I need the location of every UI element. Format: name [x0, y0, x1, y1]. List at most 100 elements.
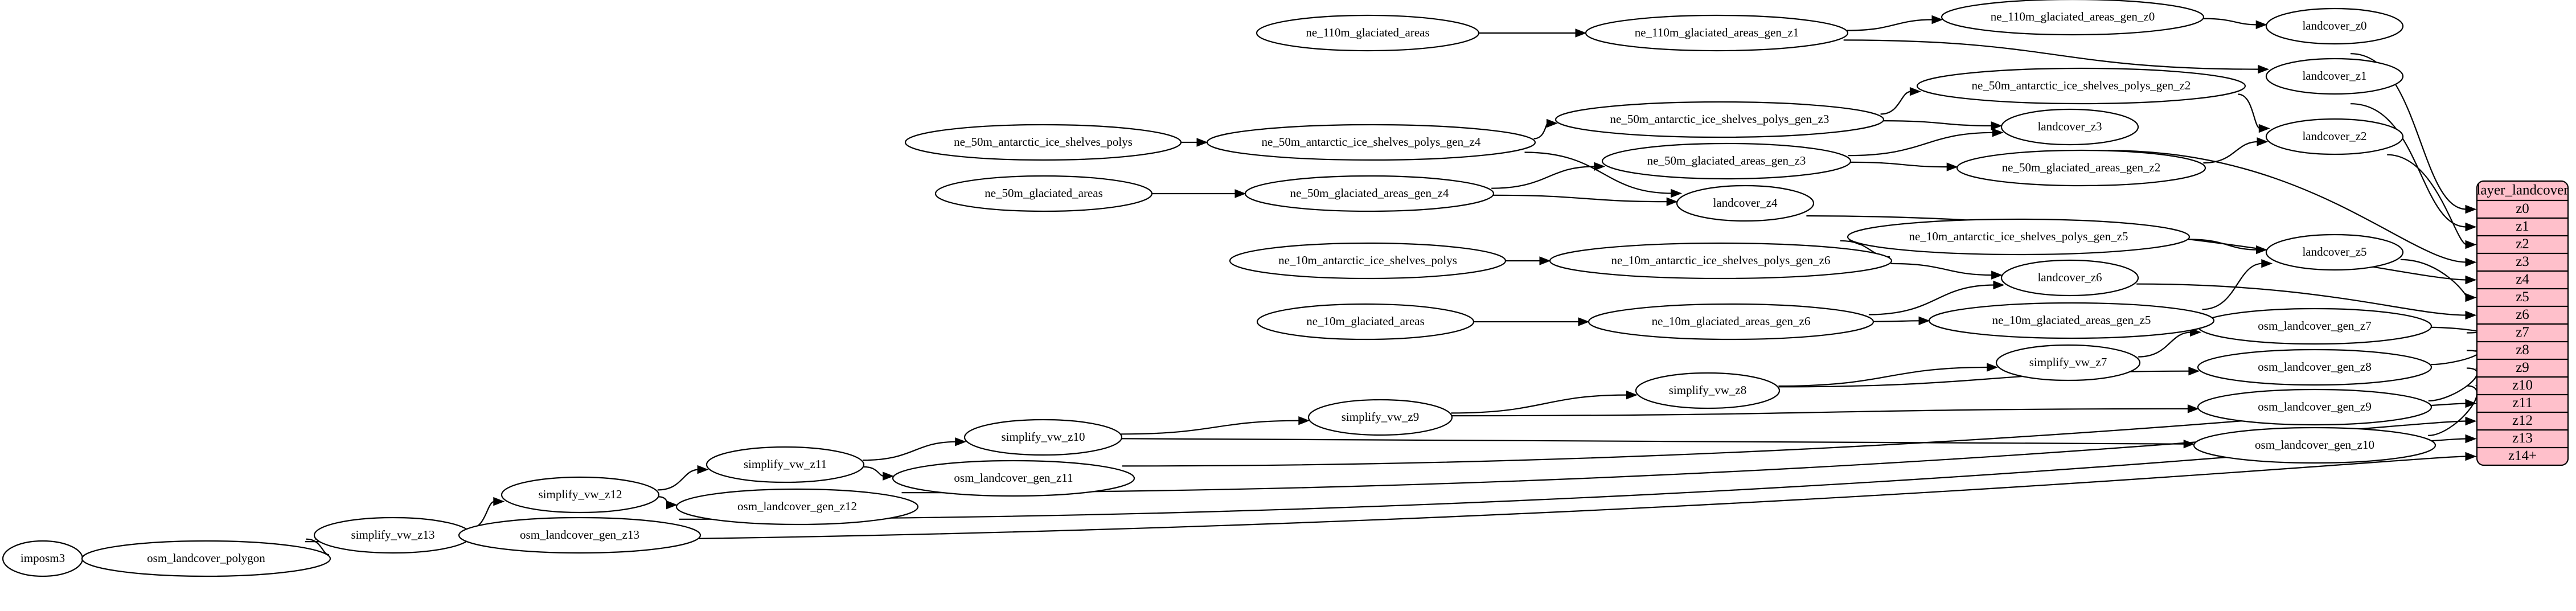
node-imposm3[interactable]: imposm3	[2, 540, 84, 577]
arrowhead-ne_10m_antarctic_ice_shelves_polys-to-ne_10m_antarctic_ice_shelves_polys_gen_z6	[1539, 256, 1551, 265]
node-landcover_z3[interactable]: landcover_z3	[2000, 108, 2139, 146]
record-row-z4: z4	[2516, 272, 2529, 287]
node-label-osm_landcover_gen_z10: osm_landcover_gen_z10	[2255, 438, 2374, 452]
node-shape-landcover_z4	[1676, 184, 1815, 222]
node-simplify_vw_z10[interactable]: simplify_vw_z10	[963, 419, 1123, 456]
edge-ne_110m_glaciated_areas_gen_z1-to-ne_110m_glaciated_areas_gen_z0	[1847, 19, 1934, 31]
node-shape-osm_landcover_gen_z9	[2197, 388, 2433, 426]
node-ne_50m_antarctic_ice_shelves_polys[interactable]: ne_50m_antarctic_ice_shelves_polys	[904, 124, 1182, 161]
node-osm_landcover_gen_z11[interactable]: osm_landcover_gen_z11	[892, 460, 1135, 497]
node-ne_10m_glaciated_areas_gen_z6[interactable]: ne_10m_glaciated_areas_gen_z6	[1588, 303, 1874, 341]
edge-landcover_z5-to-layer_landcover-z5	[2400, 259, 2468, 298]
node-ne_50m_antarctic_ice_shelves_polys_gen_z2[interactable]: ne_50m_antarctic_ice_shelves_polys_gen_z…	[1916, 67, 2246, 105]
node-ne_10m_antarctic_ice_shelves_polys_gen_z5[interactable]: ne_10m_antarctic_ice_shelves_polys_gen_z…	[1847, 218, 2191, 256]
node-osm_landcover_gen_z10[interactable]: osm_landcover_gen_z10	[2193, 427, 2436, 464]
record-row-z3: z3	[2516, 254, 2529, 269]
node-shape-osm_landcover_polygon	[81, 540, 331, 577]
node-osm_landcover_polygon[interactable]: osm_landcover_polygon	[81, 540, 331, 577]
node-label-ne_10m_glaciated_areas_gen_z6: ne_10m_glaciated_areas_gen_z6	[1652, 314, 1811, 328]
arrowhead-simplify_vw_z11-to-osm_landcover_gen_z11	[883, 471, 895, 481]
node-ne_50m_glaciated_areas[interactable]: ne_50m_glaciated_areas	[934, 175, 1153, 212]
node-simplify_vw_z8[interactable]: simplify_vw_z8	[1635, 372, 1781, 409]
edge-osm_landcover_gen_z10-to-layer_landcover-z10	[2427, 385, 2477, 436]
node-landcover_z4[interactable]: landcover_z4	[1676, 184, 1815, 222]
node-ne_10m_antarctic_ice_shelves_polys[interactable]: ne_10m_antarctic_ice_shelves_polys	[1229, 242, 1507, 280]
node-ne_110m_glaciated_areas_gen_z0[interactable]: ne_110m_glaciated_areas_gen_z0	[1941, 0, 2205, 36]
node-simplify_vw_z13[interactable]: simplify_vw_z13	[313, 516, 473, 554]
node-ne_10m_antarctic_ice_shelves_polys_gen_z6[interactable]: ne_10m_antarctic_ice_shelves_polys_gen_z…	[1549, 242, 1893, 280]
node-landcover_z0[interactable]: landcover_z0	[2265, 7, 2404, 45]
node-landcover_z5[interactable]: landcover_z5	[2265, 233, 2404, 271]
node-ne_10m_glaciated_areas_gen_z5[interactable]: ne_10m_glaciated_areas_gen_z5	[1928, 302, 2215, 339]
node-osm_landcover_gen_z13[interactable]: osm_landcover_gen_z13	[458, 516, 702, 554]
node-label-ne_50m_antarctic_ice_shelves_polys_gen_z3: ne_50m_antarctic_ice_shelves_polys_gen_z…	[1610, 112, 1830, 126]
arrowhead-ne_50m_antarctic_ice_shelves_polys_gen_z2-to-landcover_z2	[2258, 124, 2270, 133]
node-osm_landcover_gen_z7[interactable]: osm_landcover_gen_z7	[2197, 307, 2433, 345]
arrowhead-landcover_z4-to-layer_landcover-z4	[2465, 275, 2477, 285]
record-row-z13: z13	[2512, 430, 2533, 446]
node-ne_50m_glaciated_areas_gen_z3[interactable]: ne_50m_glaciated_areas_gen_z3	[1601, 142, 1852, 180]
record-row-z14+: z14+	[2508, 448, 2537, 464]
node-ne_10m_glaciated_areas[interactable]: ne_10m_glaciated_areas	[1256, 303, 1475, 341]
node-label-landcover_z0: landcover_z0	[2302, 19, 2366, 32]
edge-ne_50m_glaciated_areas_gen_z4-to-ne_50m_glaciated_areas_gen_z3	[1491, 166, 1595, 189]
node-shape-landcover_z3	[2000, 108, 2139, 146]
node-label-ne_110m_glaciated_areas_gen_z0: ne_110m_glaciated_areas_gen_z0	[1991, 10, 2155, 23]
node-label-ne_10m_antarctic_ice_shelves_polys_gen_z6: ne_10m_antarctic_ice_shelves_polys_gen_z…	[1611, 253, 1831, 267]
edge-landcover_z3-to-layer_landcover-z3	[2107, 150, 2467, 263]
arrowhead-landcover_z3-to-layer_landcover-z3	[2465, 257, 2477, 267]
node-ne_50m_glaciated_areas_gen_z2[interactable]: ne_50m_glaciated_areas_gen_z2	[1956, 149, 2206, 187]
node-shape-osm_landcover_gen_z10	[2193, 427, 2436, 464]
arrowhead-ne_110m_glaciated_areas_gen_z1-to-ne_110m_glaciated_areas_gen_z0	[1931, 15, 1943, 24]
node-simplify_vw_z11[interactable]: simplify_vw_z11	[705, 446, 865, 483]
node-landcover_z2[interactable]: landcover_z2	[2265, 118, 2404, 155]
edge-landcover_z2-to-layer_landcover-z2	[2387, 154, 2467, 245]
edge-osm_landcover_gen_z9-to-layer_landcover-z9	[2428, 367, 2478, 401]
node-ne_50m_glaciated_areas_gen_z4[interactable]: ne_50m_glaciated_areas_gen_z4	[1244, 175, 1495, 212]
node-osm_landcover_gen_z12[interactable]: osm_landcover_gen_z12	[675, 488, 919, 526]
node-simplify_vw_z7[interactable]: simplify_vw_z7	[1995, 344, 2141, 382]
edge-ne_50m_antarctic_ice_shelves_polys_gen_z4-to-ne_50m_antarctic_ice_shelves_polys_gen_z3	[1533, 122, 1549, 140]
node-ne_50m_antarctic_ice_shelves_polys_gen_z4[interactable]: ne_50m_antarctic_ice_shelves_polys_gen_z…	[1206, 124, 1536, 161]
record-row-z0: z0	[2516, 201, 2529, 216]
node-shape-ne_10m_glaciated_areas_gen_z6	[1588, 303, 1874, 341]
node-shape-osm_landcover_gen_z11	[892, 460, 1135, 497]
arrowhead-simplify_vw_z13-to-simplify_vw_z12	[493, 497, 505, 506]
node-shape-landcover_z5	[2265, 233, 2404, 271]
edge-osm_landcover_gen_z8-to-layer_landcover-z8	[2430, 350, 2479, 366]
edge-simplify_vw_z10-to-simplify_vw_z9	[1121, 420, 1300, 435]
record-row-z1: z1	[2516, 219, 2529, 234]
edge-osm_landcover_gen_z7-to-layer_landcover-z7	[2431, 326, 2479, 334]
record-title: layer_landcover	[2476, 183, 2569, 198]
edge-ne_50m_antarctic_ice_shelves_polys_gen_z2-to-landcover_z2	[2238, 93, 2261, 129]
arrowhead-ne_10m_glaciated_areas-to-ne_10m_glaciated_areas_gen_z6	[1578, 317, 1590, 326]
arrowhead-ne_50m_glaciated_areas_gen_z4-to-landcover_z4	[1666, 197, 1678, 206]
edge-ne_50m_glaciated_areas_gen_z3-to-landcover_z3	[1848, 132, 1994, 157]
node-ne_110m_glaciated_areas_gen_z1[interactable]: ne_110m_glaciated_areas_gen_z1	[1585, 14, 1849, 52]
node-simplify_vw_z12[interactable]: simplify_vw_z12	[501, 476, 660, 514]
node-landcover_z6[interactable]: landcover_z6	[2000, 259, 2139, 297]
node-osm_landcover_gen_z9[interactable]: osm_landcover_gen_z9	[2197, 388, 2433, 426]
node-shape-ne_50m_antarctic_ice_shelves_polys	[904, 124, 1182, 161]
node-simplify_vw_z9[interactable]: simplify_vw_z9	[1307, 399, 1453, 436]
edge-simplify_vw_z9-to-osm_landcover_gen_z9	[1451, 408, 2189, 417]
arrowhead-simplify_vw_z12-to-simplify_vw_z11	[697, 465, 709, 474]
arrowhead-simplify_vw_z12-to-osm_landcover_gen_z12	[666, 500, 678, 510]
node-osm_landcover_gen_z8[interactable]: osm_landcover_gen_z8	[2197, 348, 2433, 386]
node-label-ne_50m_antarctic_ice_shelves_polys_gen_z2: ne_50m_antarctic_ice_shelves_polys_gen_z…	[1972, 79, 2191, 92]
edge-osm_landcover_gen_z12-to-layer_landcover-z12	[901, 420, 2467, 494]
node-label-landcover_z1: landcover_z1	[2302, 69, 2366, 83]
node-label-ne_50m_antarctic_ice_shelves_polys_gen_z4: ne_50m_antarctic_ice_shelves_polys_gen_z…	[1262, 135, 1481, 149]
arrowhead-ne_10m_glaciated_areas_gen_z5-to-landcover_z5	[2261, 259, 2273, 268]
record-row-z9: z9	[2516, 360, 2529, 375]
node-ne_110m_glaciated_areas[interactable]: ne_110m_glaciated_areas	[1256, 14, 1480, 52]
arrowhead-simplify_vw_z11-to-simplify_vw_z10	[955, 437, 967, 446]
node-shape-ne_50m_glaciated_areas	[934, 175, 1153, 212]
arrowhead-ne_10m_antarctic_ice_shelves_polys_gen_z6-to-landcover_z6	[1991, 270, 2003, 280]
node-shape-simplify_vw_z8	[1635, 372, 1781, 409]
node-landcover_z1[interactable]: landcover_z1	[2265, 58, 2404, 95]
node-ne_50m_antarctic_ice_shelves_polys_gen_z3[interactable]: ne_50m_antarctic_ice_shelves_polys_gen_z…	[1554, 101, 1885, 138]
record-row-z5: z5	[2516, 289, 2529, 305]
